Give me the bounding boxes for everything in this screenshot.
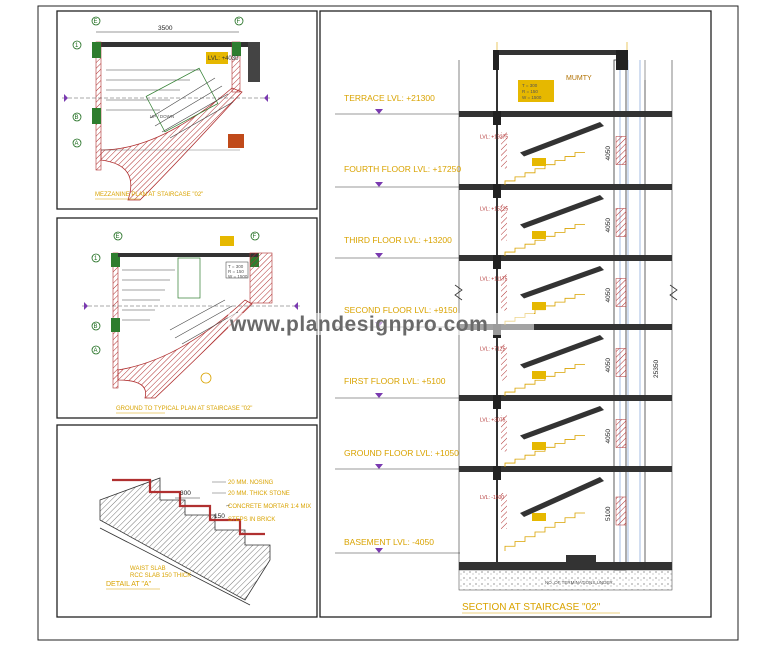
grid-bubble-e: [91, 16, 101, 26]
section: MUMTY T = 300 R = 150 W = 1500 TERRACE L…: [335, 42, 678, 614]
floor-height-dim: 4050: [605, 146, 612, 161]
detail-slab: WAIST SLAB: [130, 566, 166, 572]
floor-height-dim: 5100: [605, 506, 612, 521]
level-label: THIRD FLOOR LVL: +13200: [344, 235, 452, 245]
grid-label-a: A: [75, 141, 79, 147]
panel-detail: [56, 424, 318, 618]
stair-flight: [504, 224, 585, 256]
floor-slab: [459, 466, 672, 472]
level-marker: [375, 109, 383, 114]
grid-bubble-b: [72, 112, 82, 122]
section-base-note: NO. OF TERMINATIONS UNDER: [545, 580, 613, 585]
detail-riser: 150: [214, 513, 225, 520]
stair-flight: [504, 435, 585, 467]
plan-top-legend: LVL: +4030: [208, 56, 239, 62]
detail-title: DETAIL AT "A": [106, 581, 152, 588]
mid-landing-tag: LVL: +11175: [480, 277, 508, 283]
floor-height-dim: 4050: [605, 429, 612, 444]
grid-bubble-1: [72, 40, 82, 50]
stair-flight: [504, 152, 585, 185]
detail-tread: 300: [180, 490, 191, 497]
plan-mid-title: GROUND TO TYPICAL PLAN AT STAIRCASE "02": [116, 406, 252, 412]
stair-waist-slab: [520, 335, 604, 369]
detail-note-1: 20 MM. NOSING: [228, 480, 274, 486]
mid-grid-a: A: [94, 348, 98, 354]
level-label: GROUND FLOOR LVL: +1050: [344, 448, 459, 458]
section-total-dim: 25350: [653, 360, 660, 378]
mid-landing-tag: LVL: +19275: [480, 135, 508, 141]
floor-slab: [459, 395, 672, 401]
stair-waist-slab: [520, 266, 604, 299]
section-title: SECTION AT STAIRCASE "02": [462, 602, 601, 613]
mid-spec-3: W = 1500: [228, 274, 248, 279]
grid-bubble-f: [234, 16, 244, 26]
plan-top: E F 1 B A 3500: [62, 16, 270, 201]
dim-top: 3500: [158, 25, 173, 32]
level-marker: [375, 464, 383, 469]
mid-landing-tag: LVL: +7125: [480, 347, 506, 353]
plan-top-title: MEZZANINE PLAN AT STAIRCASE "02": [95, 192, 203, 198]
floor-height-dim: 4050: [605, 358, 612, 373]
floor-height-dim: 4050: [605, 218, 612, 233]
grid-label-f: F: [237, 19, 241, 25]
level-marker: [375, 548, 383, 553]
stair-flight: [504, 512, 585, 551]
detail-note-3: CONCRETE MORTAR 1:4 MIX: [228, 504, 311, 510]
level-label: FIRST FLOOR LVL: +5100: [344, 376, 446, 386]
plan-mid: E F 1 B A T = 300 R = 150 W =: [82, 231, 300, 414]
mid-grid-f: F: [253, 234, 257, 240]
section-mumty: MUMTY: [566, 75, 592, 82]
detail-note-4: STEPS IN BRICK: [228, 517, 275, 523]
stair-flight: [504, 364, 585, 396]
plan-top-tag: UP / DOWN: [150, 114, 174, 119]
mid-grid-1: 1: [94, 256, 98, 262]
mid-grid-b: B: [94, 324, 98, 330]
level-label: BASEMENT LVL: -4050: [344, 537, 434, 547]
mid-spec-2: R = 150: [228, 269, 244, 274]
grid-label-b: B: [75, 115, 79, 121]
watermark: www.plandesignpro.com: [229, 313, 488, 336]
level-marker: [375, 393, 383, 398]
level-marker: [375, 182, 383, 187]
floor-slab: [459, 184, 672, 190]
level-label: FOURTH FLOOR LVL: +17250: [344, 164, 461, 174]
stair-waist-slab: [520, 122, 604, 157]
level-label: SECOND FLOOR LVL: +9150: [344, 305, 458, 315]
stair-waist-slab: [520, 195, 604, 229]
level-label: TERRACE LVL: +21300: [344, 93, 435, 103]
floor-slab: [459, 324, 672, 330]
detail-rcc: RCC SLAB 150 THICK: [130, 573, 191, 579]
panel-plan-top: [56, 10, 318, 210]
grid-bubble-a: [72, 138, 82, 148]
floor-slab: [459, 255, 672, 261]
mid-spec-1: T = 300: [228, 264, 244, 269]
floor-slab: [459, 111, 672, 117]
sheet-border: [37, 5, 739, 641]
section-spec-2: R = 150: [522, 89, 538, 94]
floor-height-dim: 4050: [605, 288, 612, 303]
stair-waist-slab: [520, 406, 604, 440]
section-spec-1: T = 300: [522, 83, 538, 88]
grid-label-1: 1: [75, 43, 79, 49]
mid-landing-tag: LVL: +15225: [480, 207, 508, 213]
mid-grid-e: E: [116, 234, 120, 240]
section-spec-3: W = 1500: [522, 95, 542, 100]
mid-landing-tag: LVL: -1500: [480, 495, 504, 501]
level-marker: [375, 253, 383, 258]
mid-landing-tag: LVL: +3075: [480, 418, 506, 424]
stair-waist-slab: [520, 477, 604, 517]
grid-label-e: E: [94, 19, 98, 25]
detail-note-2: 20 MM. THICK STONE: [228, 491, 290, 497]
detail-a: 300 150 20 MM. NOSING 20 MM. THICK STONE…: [99, 477, 311, 606]
